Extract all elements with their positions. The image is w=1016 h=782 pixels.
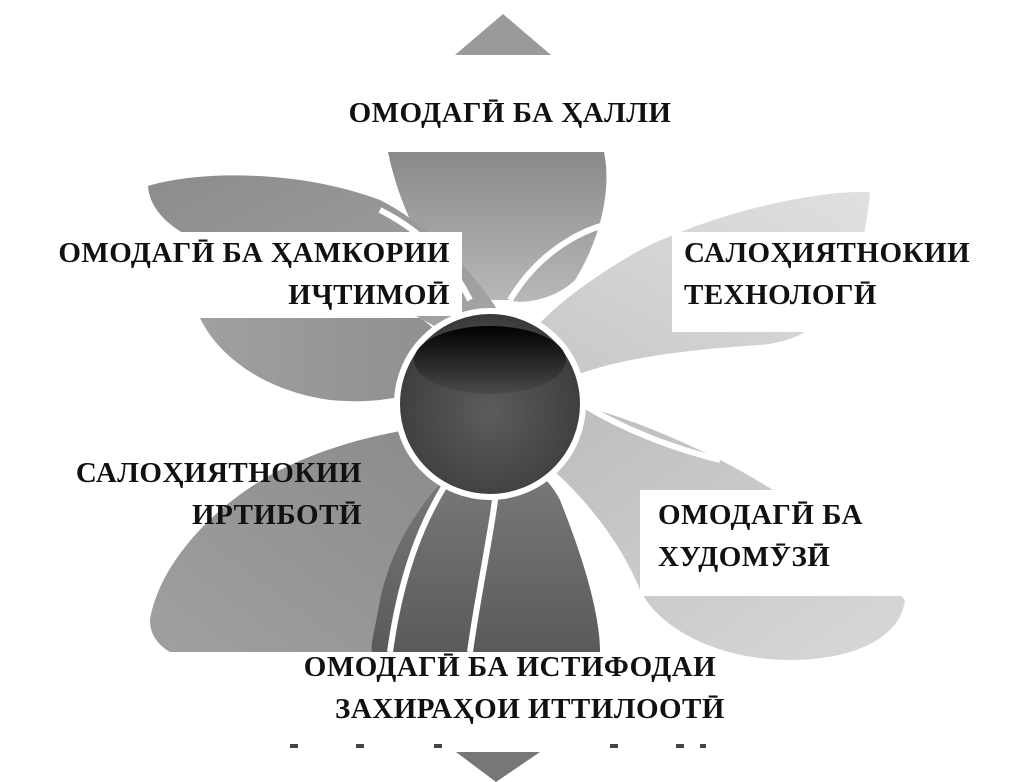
- label-communicative-competence: САЛОҲИЯТНОКИИ ИРТИБОТӢ: [0, 446, 376, 548]
- label-line: ХУДОМӮЗӢ: [658, 536, 904, 578]
- label-line: ЗАХИРАҲОИ ИТТИЛООТӢ: [260, 688, 760, 730]
- center-cap: [414, 326, 566, 394]
- arrow-down-icon: [456, 752, 540, 782]
- label-line: ТЕХНОЛОГӢ: [684, 274, 1016, 316]
- label-line: ОМОДАГӢ БА ИСТИФОДАИ: [260, 646, 760, 688]
- label-technological-competence: САЛОҲИЯТНОКИИ ТЕХНОЛОГӢ: [672, 232, 1016, 332]
- label-line: ИРТИБОТӢ: [0, 494, 362, 536]
- label-line: ОМОДАГӢ БА: [658, 494, 904, 536]
- label-line: САЛОҲИЯТНОКИИ: [684, 232, 1016, 274]
- label-line: ОМОДАГӢ БА ҲАМКОРИИ: [0, 232, 450, 274]
- label-readiness-social-cooperation: ОМОДАГӢ БА ҲАМКОРИИ ИҶТИМОӢ: [0, 232, 462, 316]
- label-line: ИҶТИМОӢ: [0, 274, 450, 316]
- label-line: САЛОҲИЯТНОКИИ: [0, 452, 362, 494]
- label-line: ОМОДАГӢ БА ҲАЛЛИ: [300, 92, 720, 134]
- label-readiness-information-resources: ОМОДАГӢ БА ИСТИФОДАИ ЗАХИРАҲОИ ИТТИЛООТӢ: [260, 646, 760, 730]
- label-readiness-self-learning: ОМОДАГӢ БА ХУДОМӮЗӢ: [640, 490, 904, 596]
- label-readiness-solving: ОМОДАГӢ БА ҲАЛЛИ: [300, 92, 720, 134]
- arrow-up-icon: [455, 14, 551, 55]
